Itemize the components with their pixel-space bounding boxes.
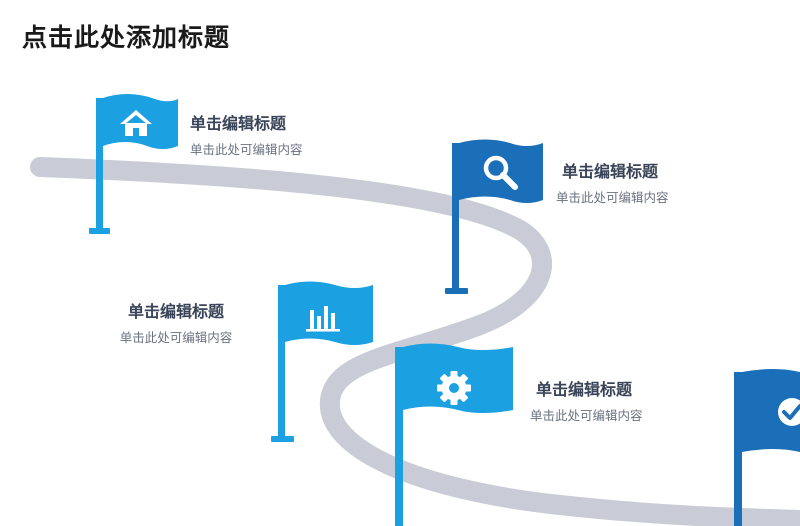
flag-search <box>445 139 543 294</box>
milestone-3-caption: 单击编辑标题 单击此处可编辑内容 <box>112 298 240 346</box>
check-circle-icon <box>778 398 800 426</box>
bar-chart-icon <box>306 306 340 332</box>
flag-check <box>734 369 800 526</box>
search-icon <box>483 155 518 190</box>
road-path <box>30 157 800 526</box>
flag-chart <box>271 281 373 442</box>
flag-home <box>89 94 178 234</box>
milestone-1-text[interactable]: 单击此处可编辑内容 <box>190 142 303 157</box>
milestone-3-title[interactable]: 单击编辑标题 <box>127 302 224 321</box>
milestone-4-title[interactable]: 单击编辑标题 <box>536 380 633 399</box>
flag-gear <box>395 343 513 526</box>
gear-icon <box>437 371 471 405</box>
milestone-2-text[interactable]: 单击此处可编辑内容 <box>556 190 669 205</box>
milestone-2-caption: 单击编辑标题 单击此处可编辑内容 <box>556 158 669 206</box>
milestone-4-caption: 单击编辑标题 单击此处可编辑内容 <box>530 376 643 424</box>
milestone-4-text[interactable]: 单击此处可编辑内容 <box>530 408 643 423</box>
home-icon <box>120 110 152 136</box>
milestone-1-caption: 单击编辑标题 单击此处可编辑内容 <box>190 110 303 158</box>
milestone-1-title[interactable]: 单击编辑标题 <box>190 114 287 133</box>
page-title: 点击此处添加标题 <box>22 23 231 52</box>
milestone-3-text[interactable]: 单击此处可编辑内容 <box>119 330 233 345</box>
milestone-2-title[interactable]: 单击编辑标题 <box>562 162 659 181</box>
